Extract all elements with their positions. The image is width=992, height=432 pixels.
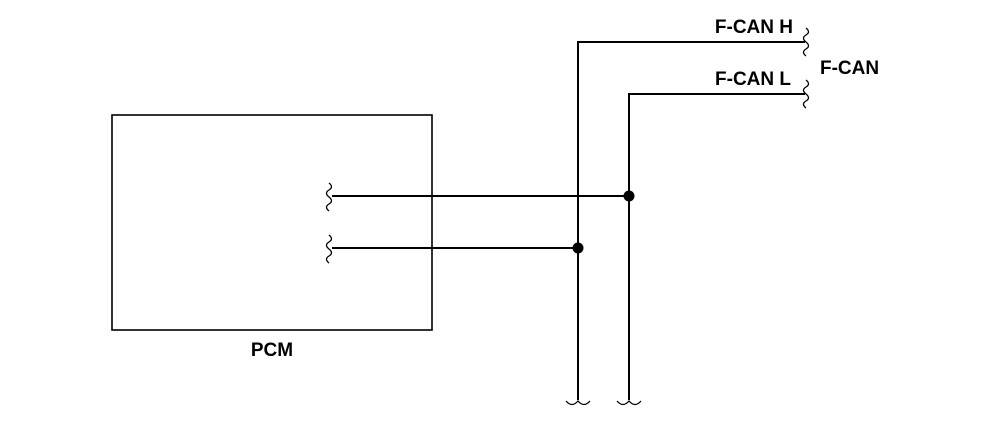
fcan-bus-label: F-CAN [820, 58, 879, 79]
connector-break-high [802, 27, 810, 57]
fcan-high-label: F-CAN H [715, 17, 793, 38]
splice-dot-low [623, 190, 635, 202]
connector-break-low [802, 79, 810, 109]
pcm-terminal-lower [325, 234, 333, 264]
wire-fcan-low [628, 93, 805, 400]
splice-dot-high [572, 242, 584, 254]
continuation-break-high [565, 400, 591, 406]
fcan-low-label: F-CAN L [715, 69, 791, 90]
pcm-label: PCM [251, 340, 293, 361]
continuation-break-low [616, 400, 642, 406]
wire-fcan-high [577, 41, 805, 400]
pcm-terminal-upper [325, 182, 333, 212]
pcm-module-box [111, 114, 433, 331]
